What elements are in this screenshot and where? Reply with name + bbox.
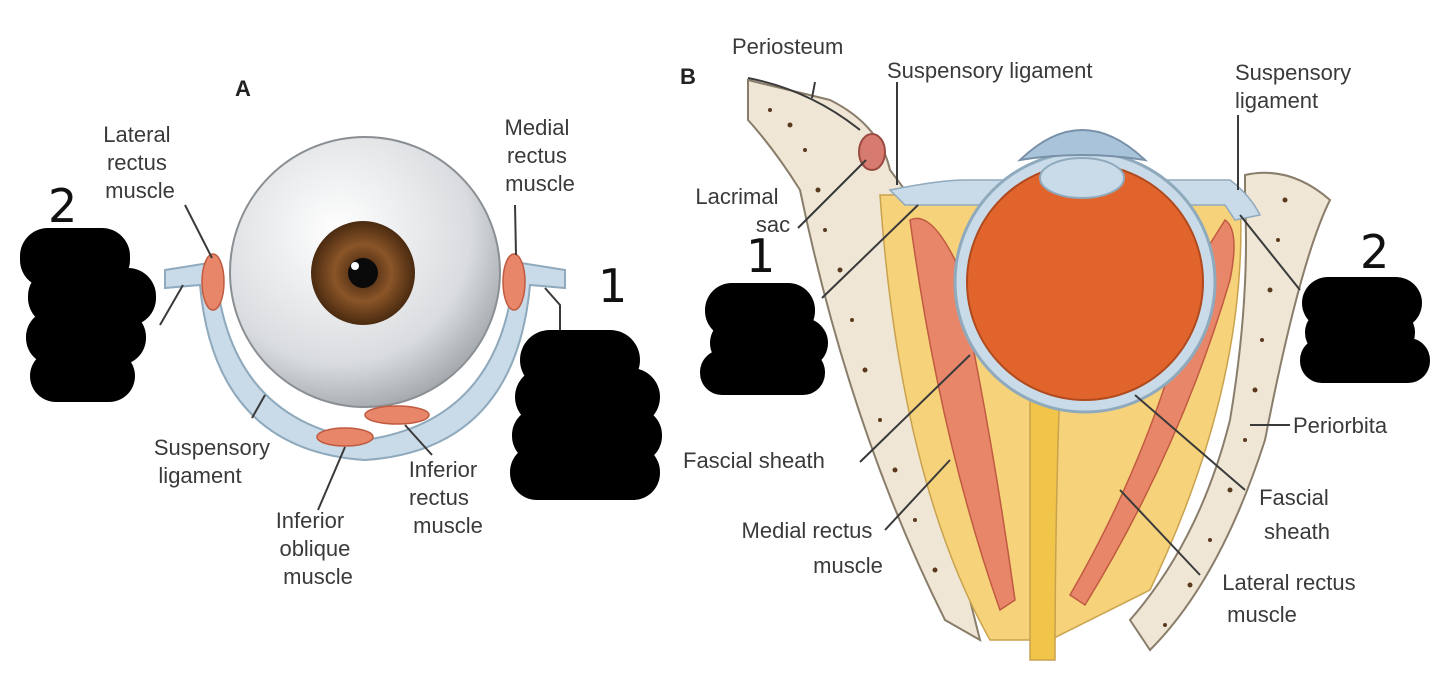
- redaction-blob-b-left: [700, 283, 828, 395]
- label-medial-rectus-a: Medial rectus muscle: [505, 115, 576, 196]
- redaction-blob-a-left: [20, 228, 156, 402]
- label-lateral-rectus-b: Lateral rectus muscle: [1222, 570, 1361, 627]
- label-inferior-rectus-a: Inferior rectus muscle: [409, 457, 484, 538]
- redaction-blob-b-right: [1300, 277, 1430, 383]
- label-lacrimal-sac: Lacrimal sac: [695, 184, 790, 237]
- handwritten-number-a-left: 2: [48, 179, 77, 233]
- label-suspensory-ligament-center: Suspensory ligament: [887, 58, 1092, 83]
- label-periorbita: Periorbita: [1293, 413, 1388, 438]
- handwritten-number-a-right: 1: [598, 259, 627, 313]
- label-fascial-sheath-left: Fascial sheath: [683, 448, 825, 473]
- label-fascial-sheath-right: Fascial sheath: [1259, 485, 1335, 544]
- orbital-bone-right: [1128, 171, 1332, 652]
- panel-b-letter: B: [680, 64, 696, 89]
- cornea: [1017, 129, 1149, 162]
- handwritten-number-b-left: 1: [746, 229, 775, 283]
- pupil-highlight: [351, 262, 359, 270]
- optic-nerve: [1029, 379, 1061, 661]
- inferior-rectus-muscle-a: [364, 405, 430, 425]
- label-suspensory-ligament-a: Suspensory ligament: [154, 435, 276, 488]
- lacrimal-sac: [858, 133, 886, 171]
- medial-rectus-muscle-a: [502, 253, 526, 311]
- label-lateral-rectus-a: Lateral rectus muscle: [103, 122, 176, 203]
- bone-speckles: [768, 108, 1288, 627]
- lens: [1039, 157, 1125, 199]
- redaction-blob-a-right: [510, 330, 662, 500]
- handwritten-number-b-right: 2: [1360, 225, 1389, 279]
- label-periosteum: Periosteum: [732, 34, 843, 59]
- panel-b: B: [680, 34, 1430, 661]
- orbital-bone-left: [747, 78, 982, 643]
- globe-b: [966, 163, 1204, 401]
- panel-a: A: [20, 76, 662, 589]
- panel-a-letter: A: [235, 76, 251, 101]
- label-inferior-oblique-a: Inferior oblique muscle: [276, 508, 357, 589]
- lateral-rectus-muscle-a: [201, 253, 225, 311]
- label-suspensory-ligament-right: Suspensory ligament: [1235, 60, 1357, 113]
- label-medial-rectus-b: Medial rectus muscle: [742, 518, 883, 578]
- suspensory-ligament-band: [164, 260, 566, 462]
- inferior-oblique-muscle-a: [316, 427, 374, 447]
- pupil: [348, 258, 378, 288]
